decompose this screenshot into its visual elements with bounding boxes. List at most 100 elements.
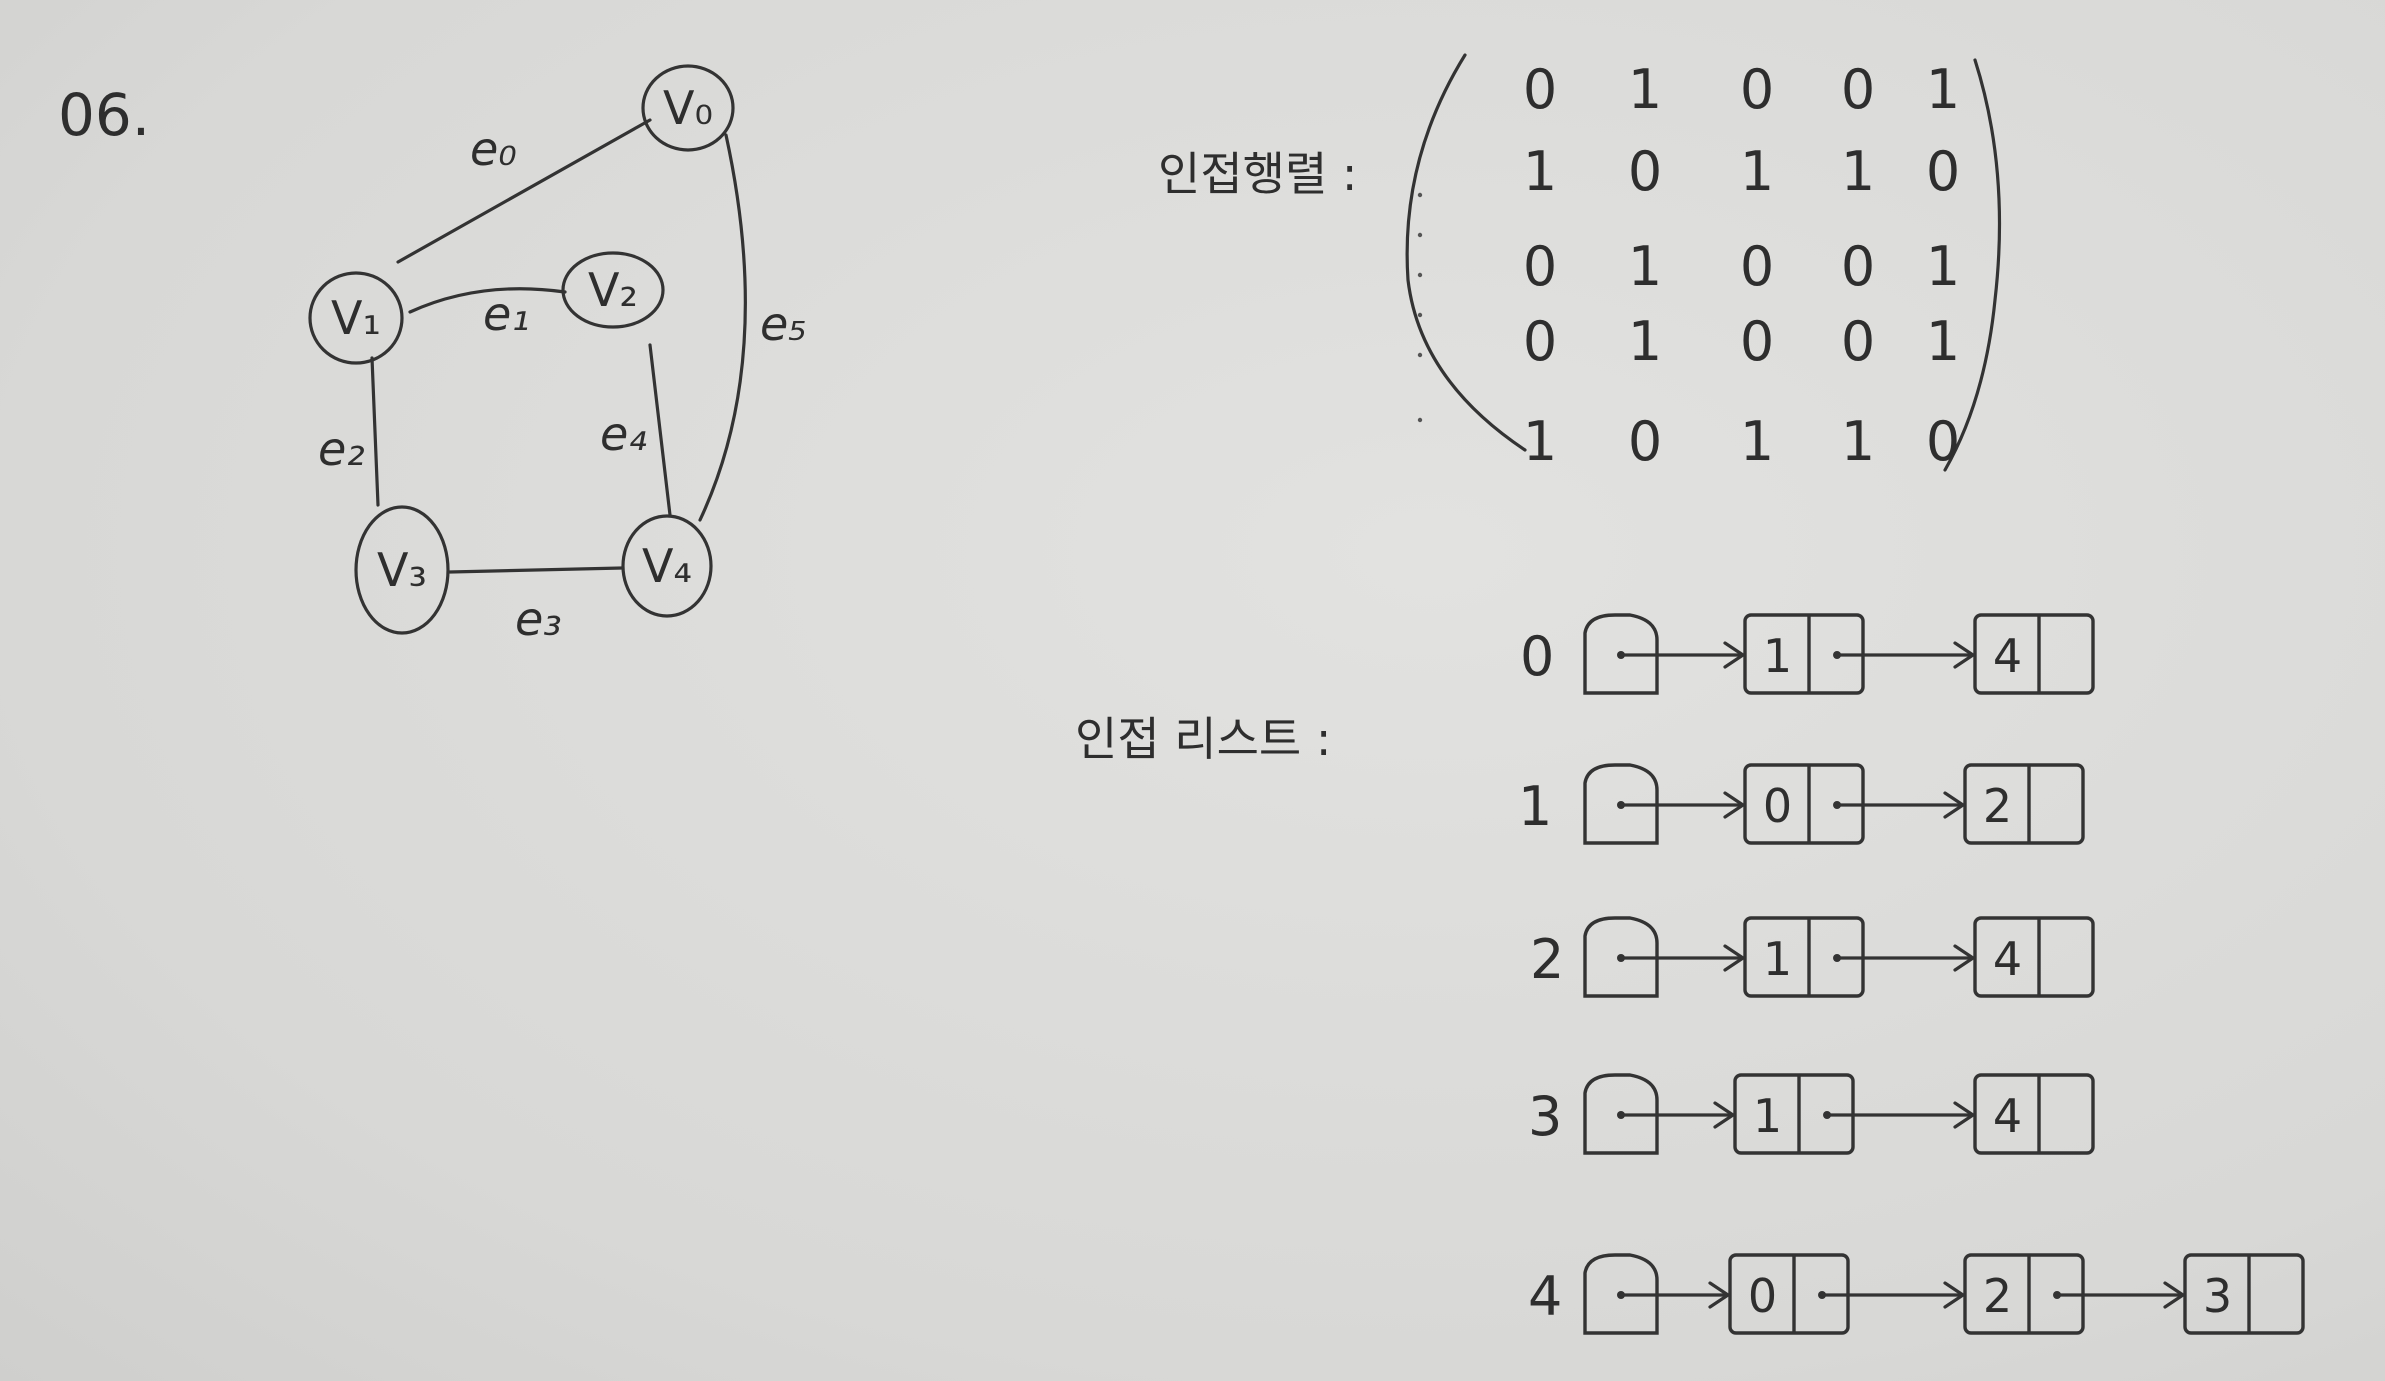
vertex-v4-circle xyxy=(621,514,713,618)
list-row-2: 2 1 4 xyxy=(1530,916,2095,998)
arrow-head xyxy=(1953,1101,1975,1129)
arrow-head xyxy=(1708,1281,1730,1309)
matrix-cell-r0-c0: 0 xyxy=(1523,58,1557,121)
edge-label-e2: e₂ xyxy=(318,422,365,476)
list-node-value: 0 xyxy=(1763,779,1792,833)
matrix-cell-r3-c2: 0 xyxy=(1740,310,1774,373)
matrix-cell-r2-c4: 1 xyxy=(1926,235,1960,298)
arrow-head xyxy=(1723,944,1745,972)
list-row-index: 4 xyxy=(1528,1265,1562,1328)
matrix-cell-r1-c3: 1 xyxy=(1841,140,1875,203)
matrix-left-bracket xyxy=(1405,53,1527,452)
edge-label-e1: e₁ xyxy=(483,287,530,341)
arrow-head xyxy=(1953,641,1975,669)
matrix-cell-r1-c0: 1 xyxy=(1523,140,1557,203)
list-node-value: 4 xyxy=(1993,1089,2022,1143)
list-node-value: 2 xyxy=(1983,779,2012,833)
list-row-index: 1 xyxy=(1518,775,1552,838)
matrix-dot xyxy=(1417,417,1423,423)
arrow-head xyxy=(2163,1281,2185,1309)
edge-label-e5: e₅ xyxy=(760,297,807,351)
edge-e1 xyxy=(408,287,567,314)
vertex-v0-circle xyxy=(641,64,735,152)
list-head-box xyxy=(1583,763,1659,845)
edge-label-e4: e₄ xyxy=(600,407,647,461)
matrix-cell-r2-c1: 1 xyxy=(1628,235,1662,298)
list-row-0: 0 1 4 xyxy=(1520,613,2095,695)
edge-e3 xyxy=(448,566,624,574)
list-row-index: 0 xyxy=(1520,625,1554,688)
matrix-cell-r4-c2: 1 xyxy=(1740,410,1774,473)
matrix-cell-r4-c1: 0 xyxy=(1628,410,1662,473)
matrix-cell-r4-c3: 1 xyxy=(1841,410,1875,473)
vertex-v3-circle xyxy=(354,505,450,635)
vertex-v2-label: V₂ xyxy=(588,263,638,317)
list-node-box xyxy=(2183,1253,2305,1335)
vertex-v4-label: V₄ xyxy=(642,539,692,593)
matrix-cell-r1-c4: 0 xyxy=(1926,140,1960,203)
list-node-value: 1 xyxy=(1753,1089,1782,1143)
matrix-cell-r0-c1: 1 xyxy=(1628,58,1662,121)
list-row-index: 2 xyxy=(1530,928,1564,991)
arrow-head xyxy=(1723,791,1745,819)
edge-label-e3: e₃ xyxy=(515,592,562,646)
edge-e2 xyxy=(370,356,380,507)
problem-number: 06. xyxy=(58,81,150,149)
vertex-v1-label: V₁ xyxy=(331,291,381,345)
list-node-value: 1 xyxy=(1763,629,1792,683)
matrix-cell-r3-c1: 1 xyxy=(1628,310,1662,373)
arrow-head xyxy=(1943,1281,1965,1309)
matrix-cell-r1-c2: 1 xyxy=(1740,140,1774,203)
adjacency-list-label: 인접 리스트 : xyxy=(1075,712,1331,766)
list-row-index: 3 xyxy=(1528,1085,1562,1148)
vertex-v0-label: V₀ xyxy=(663,81,713,135)
matrix-right-bracket xyxy=(1943,58,2002,472)
arrow-head xyxy=(1723,641,1745,669)
edge-label-e0: e₀ xyxy=(470,122,517,176)
matrix-cell-r3-c0: 0 xyxy=(1523,310,1557,373)
matrix-dot xyxy=(1417,352,1423,358)
matrix-cell-r2-c0: 0 xyxy=(1523,235,1557,298)
graph-diagram: e₀ e₁ e₂ e₃ e₄ e₅ V₀ V₁ V₂ V₃ V₄ xyxy=(308,64,807,646)
edge-e4 xyxy=(648,343,672,517)
list-node-value: 4 xyxy=(1993,629,2022,683)
list-row-4: 4 0 2 3 xyxy=(1528,1253,2305,1335)
arrow-head xyxy=(1953,944,1975,972)
matrix-dot xyxy=(1417,312,1423,318)
list-node-box xyxy=(1963,763,2085,845)
vertex-v2-circle xyxy=(561,251,665,329)
list-head-box xyxy=(1583,1253,1659,1335)
list-head-box xyxy=(1583,613,1659,695)
list-node-value: 2 xyxy=(1983,1269,2012,1323)
list-node-value: 4 xyxy=(1993,932,2022,986)
matrix-cell-r0-c2: 0 xyxy=(1740,58,1774,121)
list-head-box xyxy=(1583,916,1659,998)
list-node-value: 0 xyxy=(1748,1269,1777,1323)
arrow-head xyxy=(1713,1101,1735,1129)
list-node-value: 3 xyxy=(2203,1269,2232,1323)
matrix-cell-r0-c4: 1 xyxy=(1926,58,1960,121)
adjacency-list: 인접 리스트 : 0 1 4 1 0 2 2 1 4 3 1 4 4 0 2 3 xyxy=(1075,613,2305,1335)
vertex-v3-label: V₃ xyxy=(377,543,427,597)
matrix-dot xyxy=(1417,232,1423,238)
matrix-cell-r3-c4: 1 xyxy=(1926,310,1960,373)
matrix-dot xyxy=(1417,192,1423,198)
list-node-value: 1 xyxy=(1763,932,1792,986)
list-row-1: 1 0 2 xyxy=(1518,763,2085,845)
list-head-box xyxy=(1583,1073,1659,1155)
matrix-cell-r4-c4: 0 xyxy=(1926,410,1960,473)
matrix-dot xyxy=(1417,272,1423,278)
matrix-cell-r3-c3: 0 xyxy=(1841,310,1875,373)
matrix-cell-r2-c3: 0 xyxy=(1841,235,1875,298)
list-node-box xyxy=(1973,613,2095,695)
matrix-cell-r2-c2: 0 xyxy=(1740,235,1774,298)
edge-e0 xyxy=(396,118,652,264)
list-node-box xyxy=(1973,1073,2095,1155)
vertex-v1-circle xyxy=(308,271,404,365)
list-node-box xyxy=(1973,916,2095,998)
matrix-cell-r4-c0: 1 xyxy=(1523,410,1557,473)
matrix-cell-r1-c1: 0 xyxy=(1628,140,1662,203)
